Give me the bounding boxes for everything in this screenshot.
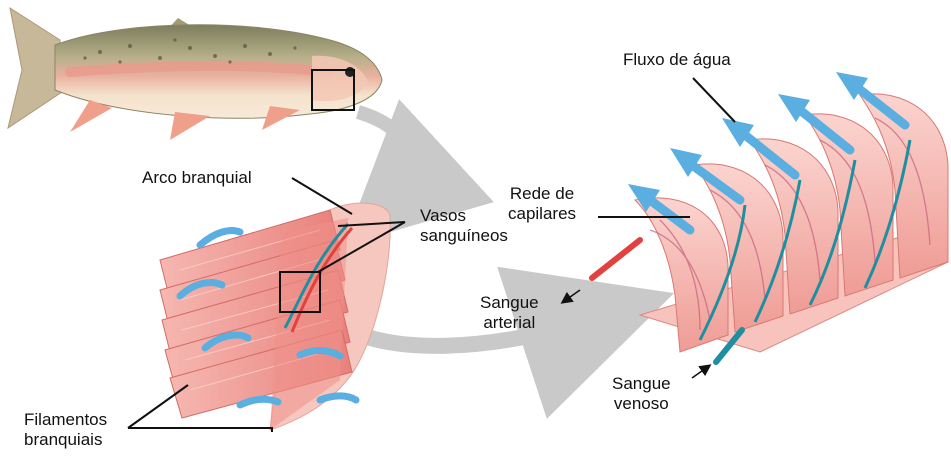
label-fluxo-de-agua: Fluxo de água bbox=[623, 50, 731, 70]
gill-arch-illustration bbox=[160, 203, 390, 430]
label-rede-line2: capilares bbox=[508, 204, 576, 224]
label-filamentos-line1: Filamentos bbox=[24, 410, 107, 430]
leader-fluxo-agua bbox=[693, 78, 735, 122]
label-arco-branquial: Arco branquial bbox=[142, 168, 252, 188]
label-sangue-arterial: Sangue arterial bbox=[480, 293, 539, 333]
trout-illustration bbox=[8, 8, 382, 140]
label-arterial-line2: arterial bbox=[480, 313, 539, 333]
arrow-sangue-venoso bbox=[692, 366, 709, 378]
label-rede-line1: Rede de bbox=[508, 184, 576, 204]
label-vasos-line1: Vasos bbox=[420, 206, 508, 226]
label-rede-de-capilares: Rede de capilares bbox=[508, 184, 576, 224]
label-filamentos-line2: branquiais bbox=[24, 430, 107, 450]
label-venoso-line1: Sangue bbox=[612, 374, 671, 394]
connector-arrow-fish-to-arch bbox=[358, 112, 411, 198]
arrow-sangue-arterial bbox=[563, 290, 580, 302]
leader-arco-branquial bbox=[292, 178, 352, 214]
arterial-vessel bbox=[592, 240, 640, 278]
label-filamentos-branquiais: Filamentos branquiais bbox=[24, 410, 107, 450]
leader-filamentos bbox=[128, 428, 272, 432]
label-vasos-sanguineos: Vasos sanguíneos bbox=[420, 206, 508, 246]
label-vasos-line2: sanguíneos bbox=[420, 226, 508, 246]
label-venoso-line2: venoso bbox=[612, 394, 671, 414]
label-sangue-venoso: Sangue venoso bbox=[612, 374, 671, 414]
label-arterial-line1: Sangue bbox=[480, 293, 539, 313]
